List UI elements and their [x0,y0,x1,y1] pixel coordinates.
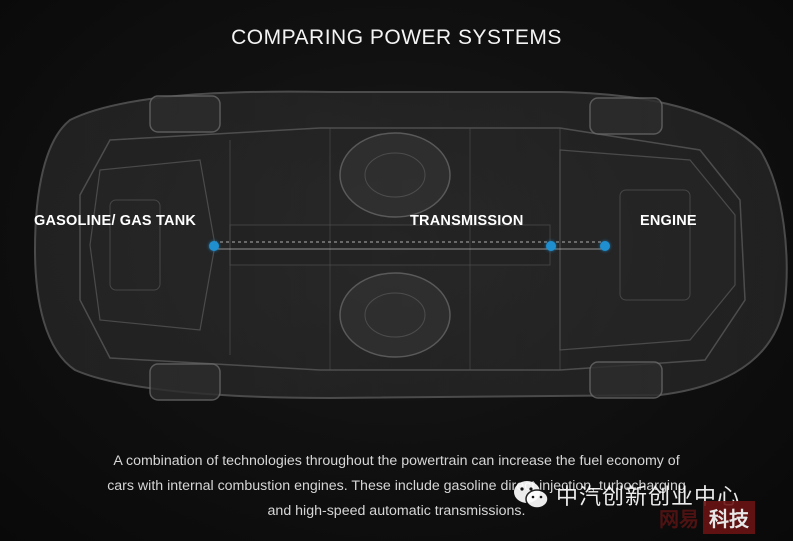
label-engine: ENGINE [640,213,697,229]
stamp-right: 科技 [703,501,755,534]
description-line-1: A combination of technologies throughout… [113,453,680,469]
page-title: COMPARING POWER SYSTEMS [231,26,562,49]
source-stamp: 网易 科技 [655,501,755,534]
wechat-icon [514,481,549,509]
engine-marker[interactable] [600,241,610,251]
gas-tank-marker[interactable] [209,241,219,251]
label-gas-tank: GASOLINE/ GAS TANK [34,213,197,229]
transmission-marker[interactable] [546,241,556,251]
stamp-left: 网易 [659,507,699,531]
label-transmission: TRANSMISSION [410,213,524,229]
description-line-3: and high-speed automatic transmissions. [267,503,526,519]
